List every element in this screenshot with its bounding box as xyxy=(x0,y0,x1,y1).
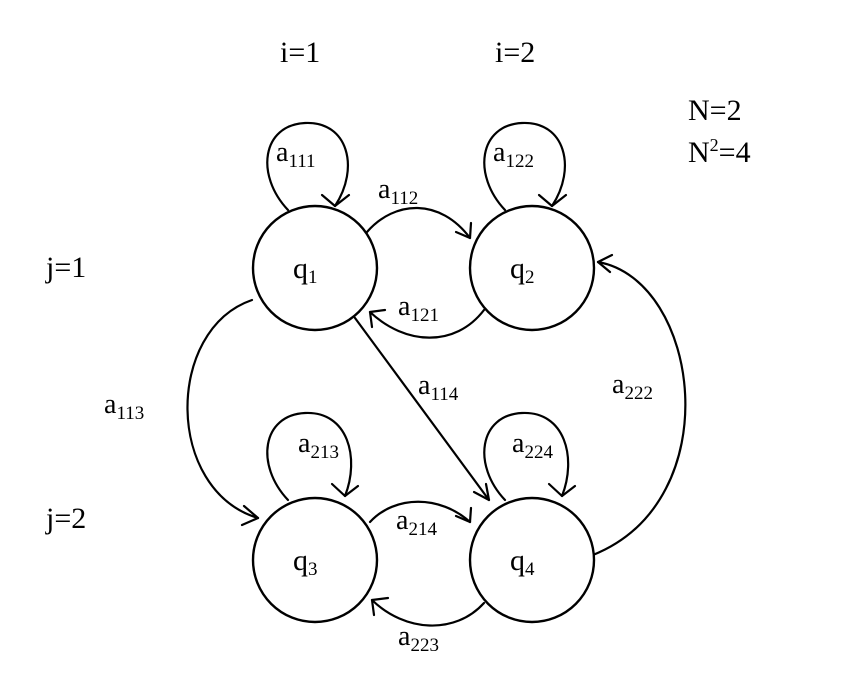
nodes-layer: q1 q2 q3 q4 xyxy=(251,204,596,624)
arrowhead-a222 xyxy=(596,253,614,274)
state-circle-q3 xyxy=(251,496,379,624)
state-node-q3: q3 xyxy=(251,496,379,624)
arrowhead-a113 xyxy=(240,504,260,527)
edge-label-a223: a223 xyxy=(398,621,439,656)
edge-a214 xyxy=(368,500,473,524)
arrowhead-a121 xyxy=(368,308,387,329)
edge-path-a111 xyxy=(266,121,349,212)
edge-a222 xyxy=(591,253,687,557)
arrowhead-a112 xyxy=(454,221,473,240)
state-label-q2: q2 xyxy=(510,252,535,288)
edge-label-a112: a112 xyxy=(378,174,418,209)
edge-a121 xyxy=(368,308,486,339)
state-label-q1: q1 xyxy=(293,252,318,288)
edge-a213 xyxy=(266,411,360,502)
edge-label-a224: a224 xyxy=(512,428,553,463)
edges-layer xyxy=(186,121,687,627)
edge-label-a213: a213 xyxy=(298,428,339,463)
state-circle-q4 xyxy=(468,496,596,624)
info-n-squared: N2=4 xyxy=(688,135,751,169)
edge-label-a121: a121 xyxy=(398,291,439,326)
state-node-q4: q4 xyxy=(468,496,596,624)
arrowhead-a114 xyxy=(472,482,491,502)
state-label-q4: q4 xyxy=(510,544,535,580)
edge-path-a213 xyxy=(266,411,353,502)
edge-path-a113 xyxy=(186,298,260,520)
arrowhead-a122 xyxy=(537,193,568,208)
edge-a224 xyxy=(483,411,577,502)
arrowhead-a111 xyxy=(320,193,351,208)
arrowhead-a214 xyxy=(454,506,473,524)
edge-path-a222 xyxy=(591,260,687,557)
state-circle-q1 xyxy=(251,204,379,332)
arrowhead-a213 xyxy=(330,482,360,498)
edge-a112 xyxy=(365,206,473,240)
edge-label-a222: a222 xyxy=(612,369,653,404)
state-label-q3: q3 xyxy=(293,544,318,580)
row-label-j2: j=2 xyxy=(45,502,86,535)
edge-path-a122 xyxy=(483,121,566,212)
info-n: N=2 xyxy=(688,94,742,127)
edge-label-a214: a214 xyxy=(396,505,437,540)
edge-path-a224 xyxy=(483,411,570,502)
state-node-q2: q2 xyxy=(468,204,596,332)
edge-path-a114 xyxy=(353,316,491,502)
edge-path-a223 xyxy=(370,598,486,627)
edge-path-a214 xyxy=(368,500,472,524)
edge-a122 xyxy=(483,121,568,212)
column-label-i1: i=1 xyxy=(280,36,320,69)
edge-path-a121 xyxy=(368,308,486,339)
edge-label-a111: a111 xyxy=(276,137,316,172)
edge-path-a112 xyxy=(365,206,472,240)
edge-a114 xyxy=(353,316,491,502)
state-circle-q2 xyxy=(468,204,596,332)
column-label-i2: i=2 xyxy=(495,36,535,69)
edge-a223 xyxy=(370,596,486,627)
edge-label-a113: a113 xyxy=(104,389,144,424)
state-node-q1: q1 xyxy=(251,204,379,332)
edge-a113 xyxy=(186,298,260,527)
row-label-j1: j=1 xyxy=(45,251,86,284)
edge-label-a114: a114 xyxy=(418,370,459,405)
arrowhead-a224 xyxy=(547,482,577,498)
edge-a111 xyxy=(266,121,351,212)
labels-layer: i=1 i=2 j=1 j=2 N=2 N2=4 a111 a122 a112 a12… xyxy=(45,36,751,656)
edge-label-a122: a122 xyxy=(493,137,534,172)
arrowhead-a223 xyxy=(370,596,390,617)
